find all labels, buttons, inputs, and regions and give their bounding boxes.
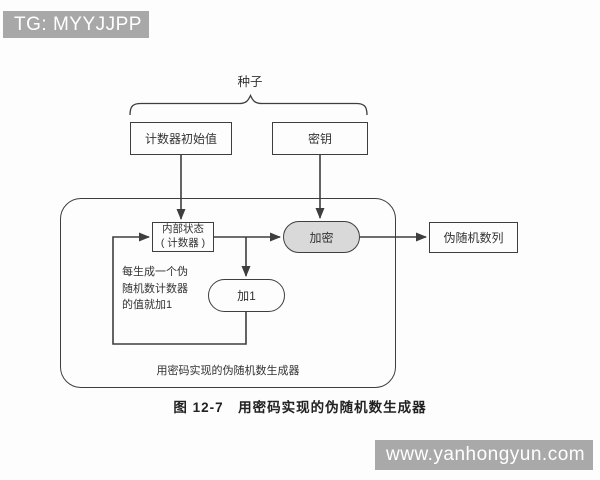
generator-container — [60, 198, 396, 388]
tg-watermark-badge: TG: MYYJJPP — [3, 11, 149, 38]
counter-increment-note: 每生成一个伪 随机数计数器 的值就加1 — [122, 266, 188, 311]
key-box: 密钥 — [272, 122, 368, 155]
seed-brace — [129, 93, 368, 116]
internal-state-box: 内部状态 ( 计数器 ) — [152, 222, 214, 252]
figure-caption: 图 12-7 用密码实现的伪随机数生成器 — [173, 400, 427, 415]
encrypt-node: 加密 — [283, 221, 360, 253]
counter-initial-value-box: 计数器初始值 — [130, 122, 232, 155]
website-watermark: www.yanhongyun.com — [375, 440, 593, 470]
add-one-node: 加1 — [208, 279, 285, 312]
seed-label: 种子 — [237, 75, 263, 89]
generator-container-label: 用密码实现的伪随机数生成器 — [156, 365, 300, 377]
pseudorandom-sequence-box: 伪随机数列 — [429, 222, 518, 253]
